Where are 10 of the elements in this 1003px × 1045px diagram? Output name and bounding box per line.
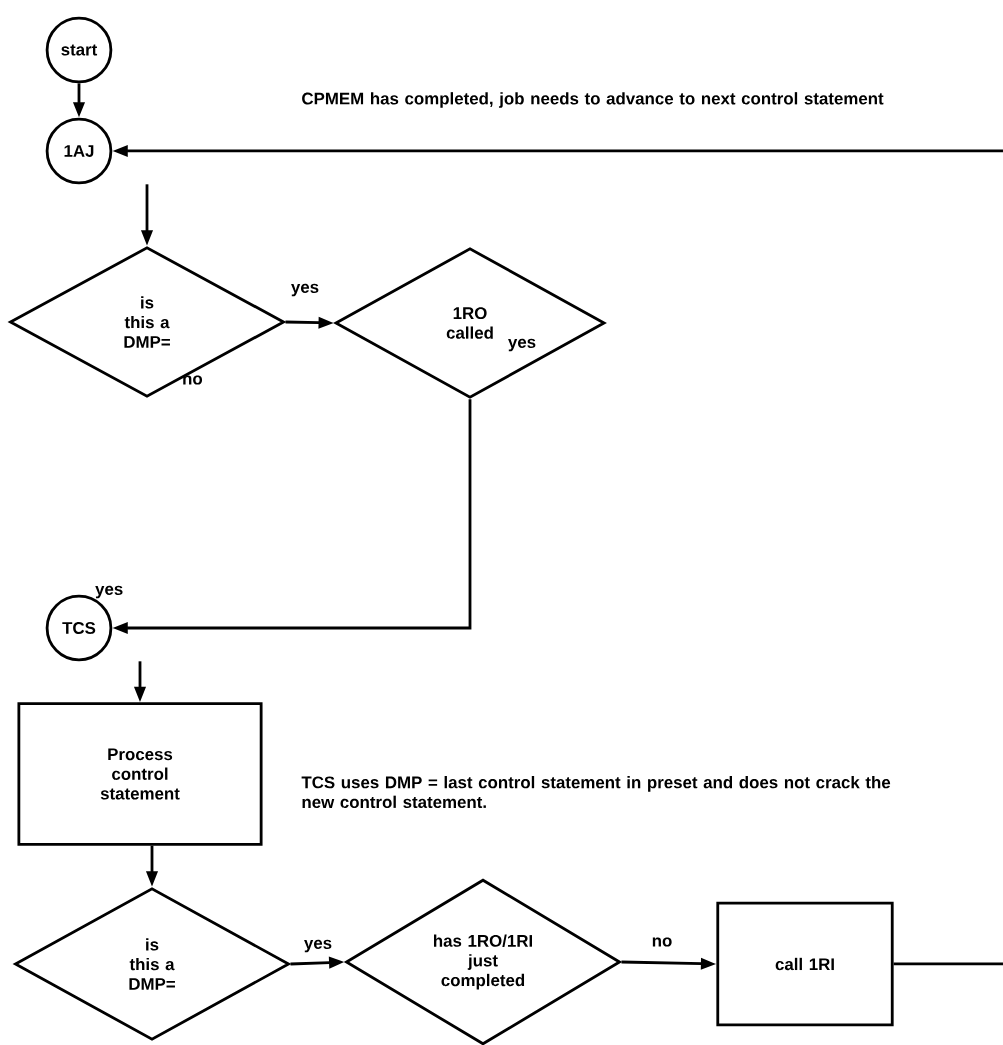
edge-label: yes [289,282,321,298]
connector-line [893,962,1003,966]
branch-label: no [183,375,203,385]
note-text: TCS uses DMP = last control statement in preset and does not crack the new control statement. [301,776,891,809]
edge-label: no [650,936,674,949]
process-box: Process control statement [17,702,263,846]
process-box: call 1RI [716,901,894,1027]
edge-label: yes [302,938,334,954]
edge-label: yes [506,337,538,353]
note-text: CPMEM has completed, job needs to advance to next control statement [302,92,884,108]
